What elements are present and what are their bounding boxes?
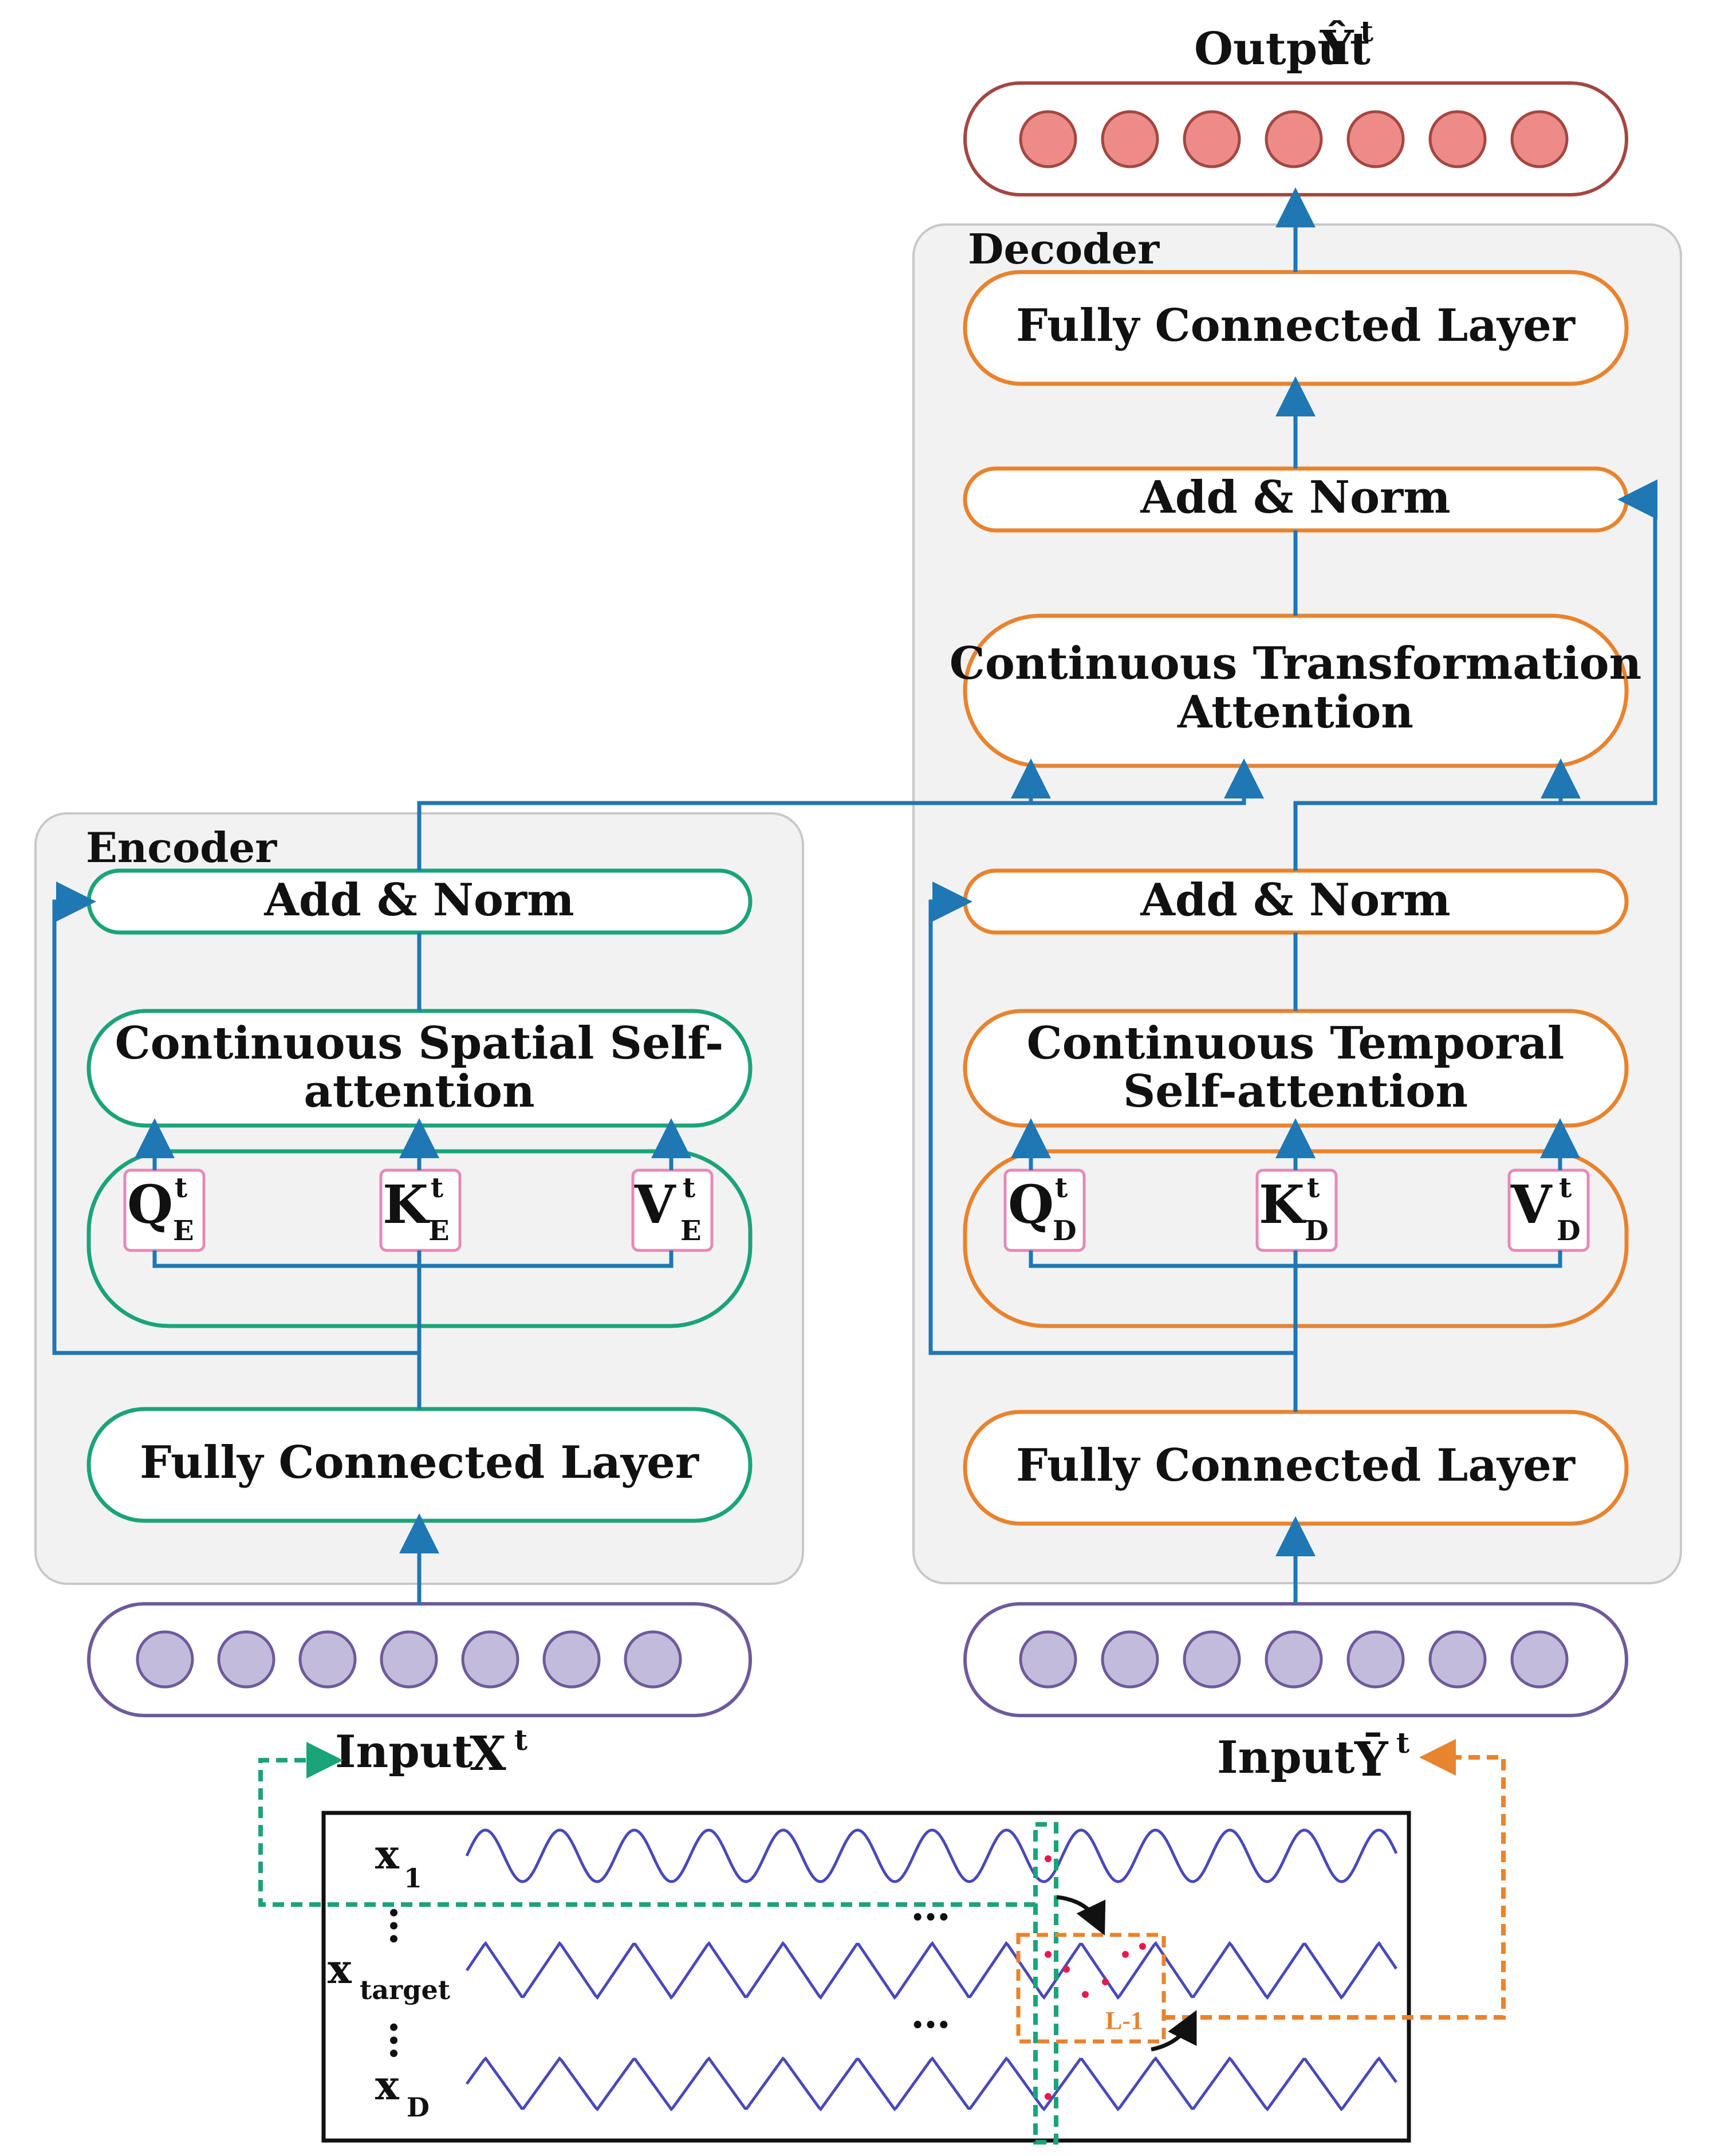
decoder-input-dashed-arrow (1164, 1739, 1506, 2020)
series-xt-sub: target (360, 1974, 451, 2005)
decoder-q-box (1003, 1169, 1086, 1252)
series-xd-label: x (375, 2061, 400, 2109)
encoder-input-dashed-arrow (258, 1742, 1035, 1907)
encoder-fc-label: Fully Connected Layer (140, 1437, 699, 1489)
wave-x1 (465, 1828, 1398, 1883)
connection-arrows (52, 187, 1657, 1604)
shift-arrow-top (1056, 1895, 1106, 1935)
decoder-cta-line1: Continuous Transformation (950, 638, 1641, 690)
series-xd-sub: D (407, 2092, 430, 2123)
decoder-fc-top-label: Fully Connected Layer (1016, 300, 1576, 352)
encoder-q-box (123, 1169, 206, 1252)
decoder-v-sub: D (1557, 1215, 1581, 1247)
series-xt-label: x (328, 1945, 352, 1993)
output-nodes (1019, 110, 1569, 168)
encoder-input-nodes (136, 1630, 682, 1689)
input-node (624, 1630, 682, 1689)
input-y-sup: t (1396, 1726, 1409, 1760)
wave-x-d (465, 2056, 1398, 2112)
wave-x-target (465, 1941, 1398, 2000)
input-node (217, 1630, 275, 1689)
shift-arrow-bottom (1151, 2010, 1197, 2052)
input-node (136, 1630, 194, 1689)
encoder-add-norm-label: Add & Norm (263, 874, 574, 926)
input-x-sup: t (514, 1723, 527, 1757)
encoder-cssa-line2: attention (304, 1065, 534, 1118)
encoder-q-sup: t (175, 1172, 187, 1204)
encoder-cssa-line1: Continuous Spatial Self- (115, 1017, 724, 1069)
output-title: Output (1194, 23, 1371, 75)
input-y-label: Input (1217, 1732, 1354, 1784)
input-node (1019, 1630, 1077, 1689)
decoder-v-sup: t (1559, 1172, 1572, 1204)
vertical-ellipsis-2: … (381, 2020, 428, 2060)
encoder-q-label: Q (127, 1174, 173, 1236)
decoder-k-sup: t (1307, 1172, 1320, 1204)
decoder-ctsa-line2: Self-attention (1123, 1065, 1468, 1118)
decoder-ctsa-line1: Continuous Temporal (1027, 1017, 1565, 1069)
decoder-k-sub: D (1305, 1215, 1329, 1247)
output-node (1183, 110, 1241, 168)
decoder-add-norm-mid-label: Add & Norm (1140, 874, 1450, 926)
decoder-v-box (1507, 1169, 1590, 1252)
encoder-k-sub: E (428, 1215, 450, 1247)
encoder-q-sub: E (173, 1215, 194, 1247)
decoder-q-sub: D (1053, 1215, 1077, 1247)
decoder-title: Decoder (968, 225, 1160, 273)
output-node (1346, 110, 1405, 168)
window-label: L-1 (1105, 2007, 1143, 2035)
decoder-q-label: Q (1008, 1174, 1054, 1236)
input-node (1183, 1630, 1241, 1689)
input-node (1510, 1630, 1569, 1689)
decoder-cta-line2: Attention (1177, 686, 1413, 738)
input-y-symbol: Ȳ (1354, 1732, 1389, 1787)
input-x-symbol: X (470, 1726, 506, 1781)
output-node (1101, 110, 1159, 168)
sample-points (1045, 1855, 1146, 2100)
decoder-fc-bottom-label: Fully Connected Layer (1016, 1439, 1576, 1492)
encoder-v-sub: E (680, 1215, 702, 1247)
series-x1-label: x (375, 1831, 400, 1878)
encoder-v-sup: t (683, 1172, 695, 1204)
decoder-v-label: V (1510, 1174, 1553, 1236)
input-node (1265, 1630, 1323, 1689)
output-node (1265, 110, 1323, 168)
input-node (1428, 1630, 1487, 1689)
encoder-title: Encoder (86, 823, 277, 872)
input-node (1101, 1630, 1159, 1689)
time-series-waves (465, 1828, 1398, 2112)
output-node (1019, 110, 1077, 168)
output-sup: t (1360, 14, 1373, 48)
input-node (1346, 1630, 1405, 1689)
decoder-window (1016, 1933, 1166, 2044)
vertical-ellipsis-1: … (381, 1906, 428, 1946)
input-node (542, 1630, 601, 1689)
decoder-k-label: K (1259, 1174, 1306, 1236)
output-node (1428, 110, 1487, 168)
decoder-q-sup: t (1055, 1172, 1068, 1204)
decoder-input-nodes (1019, 1630, 1569, 1689)
time-series-panel (321, 1811, 1411, 2143)
output-node (1510, 110, 1569, 168)
decoder-add-norm-top-label: Add & Norm (1140, 471, 1450, 524)
input-node (380, 1630, 438, 1689)
encoder-k-label: K (383, 1174, 430, 1236)
encoder-k-sup: t (431, 1172, 443, 1204)
output-symbol: Ŷ (1320, 20, 1354, 76)
encoder-v-label: V (634, 1174, 676, 1236)
input-x-label: Input (335, 1726, 472, 1778)
input-node (298, 1630, 357, 1689)
series-x1-sub: 1 (404, 1863, 422, 1894)
input-node (461, 1630, 519, 1689)
horizontal-ellipsis-2: … (911, 1990, 951, 2037)
encoder-window (1033, 1822, 1058, 2145)
